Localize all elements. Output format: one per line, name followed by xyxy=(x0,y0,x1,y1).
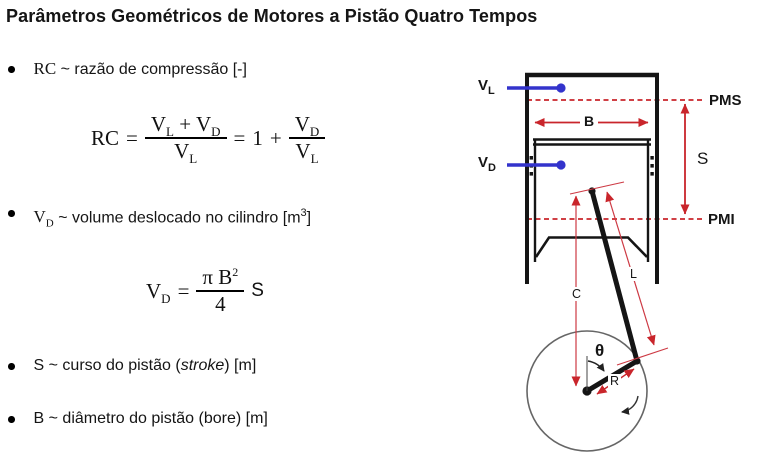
bullet-stroke: S ~ curso do pistão (stroke) [m] xyxy=(8,355,256,377)
fraction-bar xyxy=(144,137,227,139)
crank-circle xyxy=(526,330,648,452)
bullet-displaced-volume-text: VD ~ volume deslocado no cilindro [m3] xyxy=(33,207,312,230)
vl-arrow-dot xyxy=(556,83,566,93)
fraction-bar xyxy=(196,290,245,292)
c-dimension-label: C xyxy=(570,287,584,301)
vl-label: VL xyxy=(478,77,495,97)
bullet-dot xyxy=(8,416,15,423)
crank-radius-label: R xyxy=(608,374,622,388)
vd-label: VD xyxy=(478,154,496,174)
page-title: Parâmetros Geométricos de Motores a Pist… xyxy=(6,6,538,26)
crank-pin-witness-line xyxy=(616,347,669,366)
cylinder xyxy=(525,72,659,284)
bullet-dot xyxy=(8,210,15,217)
bullet-stroke-text: S ~ curso do pistão (stroke) [m] xyxy=(33,357,257,374)
bullet-dot xyxy=(8,66,15,73)
piston xyxy=(529,138,654,262)
vd-arrow-dot xyxy=(556,160,566,170)
rotation-arrow xyxy=(621,395,639,415)
bullet-bore-text: B ~ diâmetro do pistão (bore) [m] xyxy=(33,410,268,427)
stroke-label: S xyxy=(697,149,709,168)
bullet-compression-ratio-text: RC ~ razão de compressão [-] xyxy=(33,59,247,78)
rod-length-label: L xyxy=(628,267,639,281)
piston-rings-right xyxy=(650,156,654,176)
bullet-compression-ratio: RC ~ razão de compressão [-] xyxy=(8,58,247,81)
pms-label: PMS xyxy=(709,92,742,109)
piston-skirt xyxy=(534,236,648,258)
bullet-bore: B ~ diâmetro do pistão (bore) [m] xyxy=(8,408,268,430)
crank-angle-label: θ xyxy=(595,341,605,360)
formula-displaced-volume: VD = π B2 4 S xyxy=(146,265,264,317)
wrist-pin-witness-line xyxy=(569,181,625,195)
pmi-label: PMI xyxy=(708,211,735,228)
formula-compression-ratio: RC = VL + VD VL =1+ VD VL xyxy=(91,112,326,165)
dimensions xyxy=(534,103,690,395)
fraction: VD VL xyxy=(288,112,326,165)
fraction-bar xyxy=(288,137,326,139)
bullet-displaced-volume: VD ~ volume deslocado no cilindro [m3] xyxy=(8,202,311,235)
bore-label: B xyxy=(580,113,599,129)
volume-arrows xyxy=(507,83,566,170)
theta-arc xyxy=(587,360,605,372)
fraction: π B2 4 xyxy=(196,265,245,317)
fraction: VL + VD VL xyxy=(144,112,227,165)
crank-mechanism xyxy=(526,187,648,452)
bullet-dot xyxy=(8,363,15,370)
